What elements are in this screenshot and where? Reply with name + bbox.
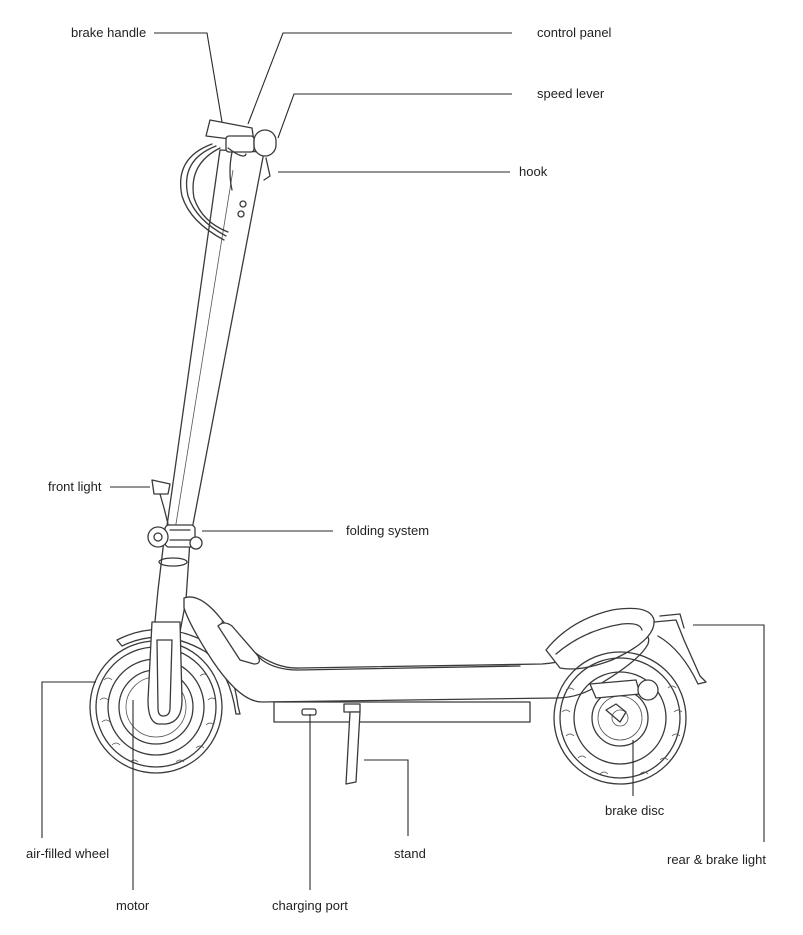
label-air-filled-wheel: air-filled wheel (26, 846, 110, 861)
label-charging-port: charging port (272, 898, 348, 913)
rear-fender (545, 607, 707, 685)
label-motor: motor (116, 898, 150, 913)
handlebar (205, 119, 277, 191)
leader-control-panel (247, 32, 512, 125)
leader-stand (364, 759, 409, 836)
leader-lines (41, 32, 765, 890)
brake-cables (180, 143, 229, 241)
leader-speed-lever (277, 93, 512, 139)
leader-brake-handle (154, 32, 223, 123)
stem (164, 149, 265, 541)
label-front-light: front light (48, 479, 102, 494)
label-stand: stand (394, 846, 426, 861)
label-folding-system: folding system (346, 523, 430, 538)
rear-wheel (553, 651, 687, 785)
label-rear-brake-light: rear & brake light (667, 852, 766, 867)
front-light-drawing (151, 479, 171, 525)
leader-air-filled-wheel (41, 681, 96, 838)
kickstand (345, 711, 361, 785)
brake-disc-drawing (589, 679, 659, 741)
label-brake-disc: brake disc (605, 803, 665, 818)
fork (147, 539, 191, 725)
label-hook: hook (519, 164, 548, 179)
label-brake-handle: brake handle (71, 25, 147, 40)
folding-mechanism (147, 524, 203, 550)
label-control-panel: control panel (537, 25, 612, 40)
scooter-illustration (89, 119, 707, 785)
label-speed-lever: speed lever (537, 86, 605, 101)
leader-rear-brake-light (693, 624, 765, 842)
deck (183, 596, 650, 723)
